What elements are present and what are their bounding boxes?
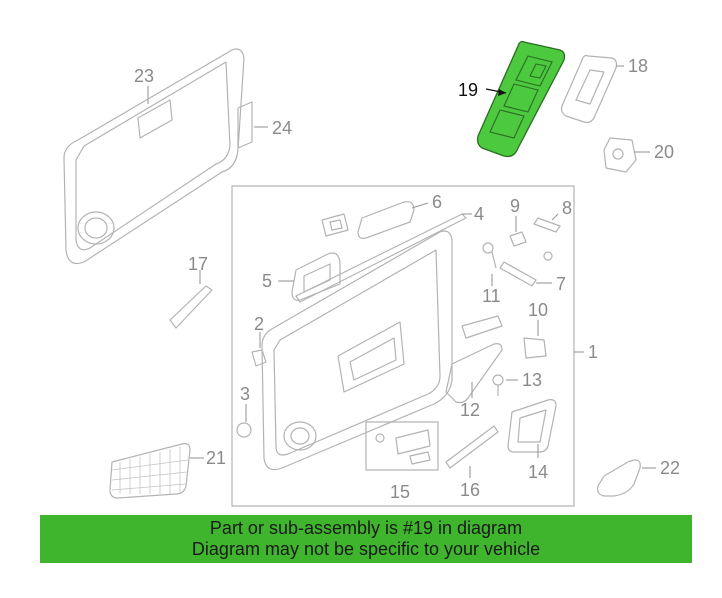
callout-16: 16 xyxy=(460,480,480,500)
part-23-door-panel xyxy=(63,48,245,265)
part-21-grille xyxy=(109,443,204,499)
part-1-frame xyxy=(231,185,584,507)
callout-15: 15 xyxy=(390,482,410,502)
part-5-handle xyxy=(278,252,341,301)
callout-10: 10 xyxy=(528,300,548,320)
callout-4: 4 xyxy=(474,204,484,224)
callout-13: 13 xyxy=(522,370,542,390)
part-17-trim xyxy=(169,270,213,329)
part-13-screw xyxy=(492,374,518,396)
callout-12: 12 xyxy=(460,400,480,420)
callout-11: 11 xyxy=(482,286,501,306)
part-2-clip xyxy=(251,332,267,367)
callout-1: 1 xyxy=(588,342,598,362)
banner-line-2: Diagram may not be specific to your vehi… xyxy=(191,539,541,559)
part-14-pocket xyxy=(507,399,557,458)
callout-19: 19 xyxy=(458,80,478,100)
part-18-switch-bezel xyxy=(560,54,624,124)
banner-line-1: Part or sub-assembly is #19 in diagram xyxy=(209,518,523,538)
part-19-window-switch xyxy=(476,40,566,158)
callout-20: 20 xyxy=(654,142,674,162)
part-16-strip xyxy=(445,425,499,478)
callout-23: 23 xyxy=(134,66,154,86)
part-4-weatherstrip xyxy=(295,213,472,303)
part-10-bracket xyxy=(523,320,547,359)
part-9-clip xyxy=(509,216,527,247)
callout-7: 7 xyxy=(556,274,566,294)
callout-8: 8 xyxy=(562,198,572,218)
part-24-pad xyxy=(237,101,268,149)
part-15-kit xyxy=(365,421,439,471)
info-banner: Part or sub-assembly is #19 in diagram D… xyxy=(40,515,692,563)
callout-9: 9 xyxy=(510,196,520,216)
callout-18: 18 xyxy=(628,56,648,76)
part-6-cover xyxy=(357,201,429,239)
part-3-clip xyxy=(236,404,252,438)
callout-24: 24 xyxy=(272,118,292,138)
part-22-lens xyxy=(597,459,656,497)
callout-2: 2 xyxy=(254,314,264,334)
callout-5: 5 xyxy=(262,271,272,291)
part-8-clip xyxy=(533,213,561,233)
part-door-trim-inner xyxy=(261,230,453,471)
part-handle-cup xyxy=(321,213,349,237)
part-7-strip xyxy=(499,251,553,287)
callout-22: 22 xyxy=(660,458,680,478)
callout-3: 3 xyxy=(240,384,250,404)
callout-14: 14 xyxy=(528,462,548,482)
callout-6: 6 xyxy=(432,192,442,212)
part-12-switch-panel xyxy=(445,315,503,404)
callout-21: 21 xyxy=(206,448,226,468)
part-20-switch xyxy=(603,137,650,173)
part-11-screw xyxy=(482,242,497,286)
callout-17: 17 xyxy=(188,254,208,274)
